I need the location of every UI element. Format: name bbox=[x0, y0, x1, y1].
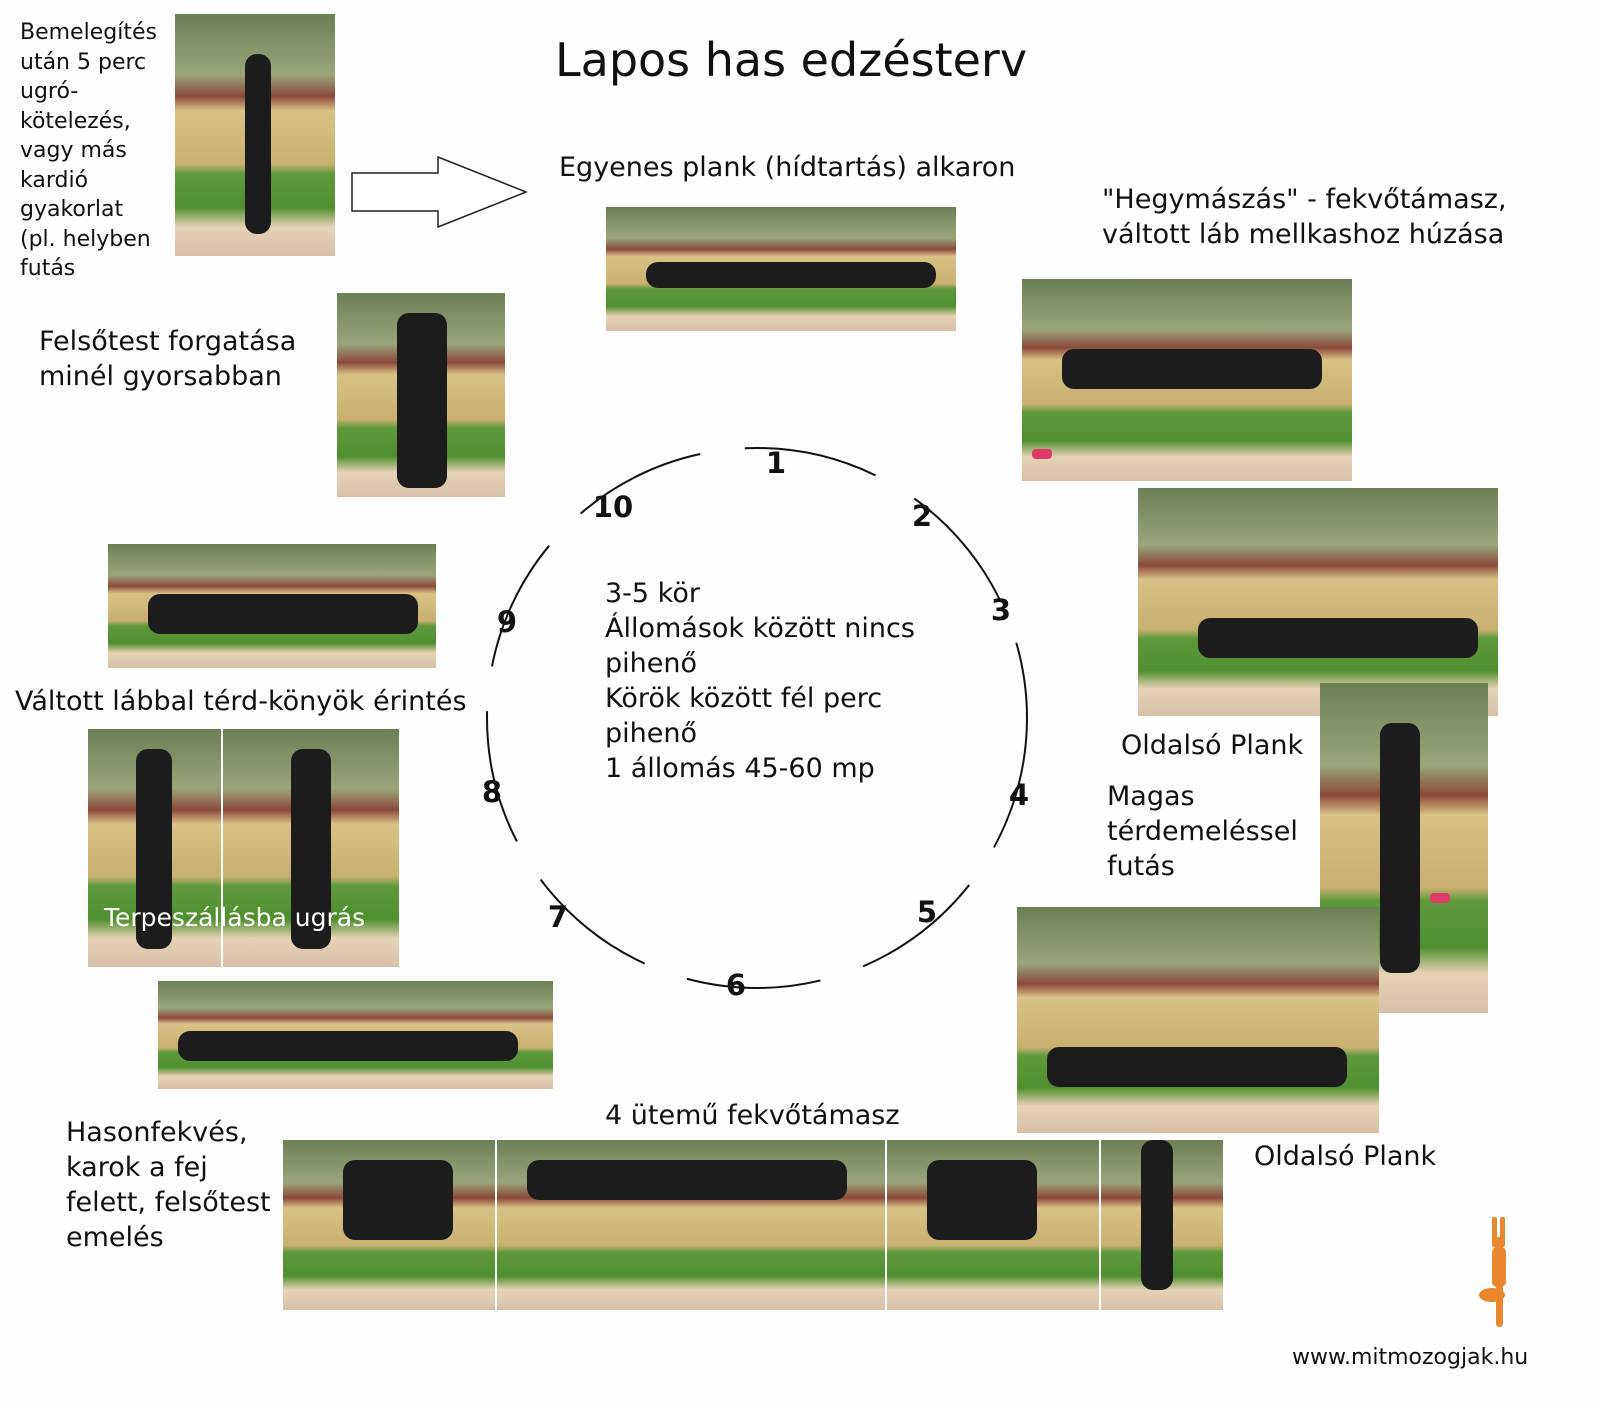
burpee-photo-4 bbox=[1101, 1140, 1223, 1310]
warmup-text: Bemelegítés után 5 perc ugró- kötelezés,… bbox=[20, 20, 157, 281]
station-number-6: 6 bbox=[725, 968, 747, 1002]
superman-photo bbox=[158, 981, 553, 1089]
side-plank-photo-2 bbox=[1017, 907, 1379, 1133]
burpee-photo-1 bbox=[283, 1140, 495, 1310]
station-4-label: Magas térdemeléssel futás bbox=[1107, 781, 1298, 882]
station-9-label: Váltott lábbal térd-könyök érintés bbox=[15, 686, 467, 717]
torso-twist-photo bbox=[337, 293, 505, 497]
station-10-label: Felsőtest forgatása minél gyorsabban bbox=[39, 326, 297, 392]
jumping-jack-photo-1 bbox=[88, 729, 221, 967]
center-info: 3-5 kör Állomások között nincs pihenő Kö… bbox=[605, 578, 915, 784]
station-7-label: Hasonfekvés, karok a fej felett, felsőte… bbox=[66, 1117, 271, 1253]
knee-elbow-crunch-photo bbox=[108, 544, 436, 668]
station-circle bbox=[486, 447, 1028, 989]
plank-photo bbox=[606, 207, 956, 331]
side-plank-photo-1 bbox=[1138, 488, 1498, 716]
station-number-8: 8 bbox=[481, 775, 503, 809]
station-1-label: Egyenes plank (hídtartás) alkaron bbox=[559, 152, 1016, 183]
mountain-climber-photo bbox=[1022, 279, 1352, 481]
jumping-jack-photo-2 bbox=[223, 729, 399, 967]
station-number-9: 9 bbox=[496, 605, 518, 639]
burpee-photo-3 bbox=[887, 1140, 1099, 1310]
station-number-10: 10 bbox=[592, 490, 634, 524]
page-title: Lapos has edzésterv bbox=[555, 33, 1028, 87]
website-url: www.mitmozogjak.hu bbox=[1292, 1345, 1529, 1370]
jump-rope-photo bbox=[175, 14, 335, 256]
station-number-7: 7 bbox=[547, 900, 569, 934]
arrow-right-icon bbox=[351, 155, 529, 229]
station-number-4: 4 bbox=[1008, 778, 1030, 812]
station-number-3: 3 bbox=[990, 593, 1012, 627]
station-number-2: 2 bbox=[911, 499, 933, 533]
station-5-label: Oldalsó Plank bbox=[1254, 1141, 1437, 1172]
station-8-label: Terpeszállásba ugrás bbox=[104, 903, 366, 932]
station-number-5: 5 bbox=[916, 895, 938, 929]
burpee-photo-2 bbox=[497, 1140, 885, 1310]
station-number-1: 1 bbox=[765, 446, 787, 480]
station-6-label: 4 ütemű fekvőtámasz bbox=[605, 1100, 900, 1131]
station-3-label: Oldalsó Plank bbox=[1121, 730, 1304, 761]
station-2-label: "Hegymászás" - fekvőtámasz, váltott láb … bbox=[1102, 184, 1507, 250]
yoga-logo-icon bbox=[1479, 1217, 1506, 1327]
